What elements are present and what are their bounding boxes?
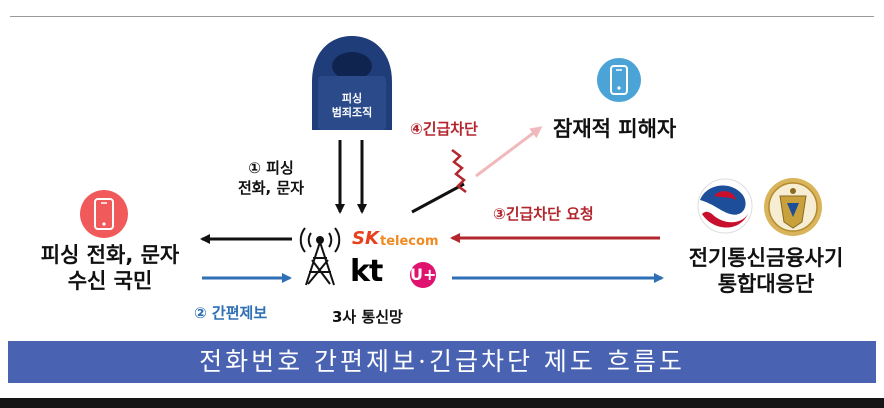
caption-bar: 전화번호 간편제보·긴급차단 제도 흐름도 xyxy=(8,341,876,383)
recipient-line1: 피싱 전화, 문자 xyxy=(40,243,180,267)
agency-line2: 통합대응단 xyxy=(717,272,815,296)
smartphone-red-icon xyxy=(80,190,128,238)
phishing-org-line1: 피싱 xyxy=(341,92,363,105)
recipient-line2: 수신 국민 xyxy=(67,269,153,293)
step1-label: ① 피싱 전화, 문자 xyxy=(226,158,316,198)
blocked-line xyxy=(411,182,465,214)
hacker-icon xyxy=(312,36,392,130)
top-margin xyxy=(0,0,884,10)
block-zigzag xyxy=(451,149,467,193)
step2-label: ② 간편제보 xyxy=(194,304,268,322)
sk-logo: SK xyxy=(352,228,379,249)
cell-tower-icon xyxy=(299,227,341,286)
bottom-border xyxy=(0,398,884,408)
kt-logo: kt xyxy=(350,254,383,289)
police-emblem-icon xyxy=(764,178,822,236)
step4-arrow xyxy=(475,126,543,178)
step1-line1: ① 피싱 xyxy=(248,159,294,177)
potential-victim-label: 잠재적 피해자 xyxy=(553,117,677,141)
sk-telecom-logo-text: telecom xyxy=(380,234,439,249)
agency-label: 전기통신금융사기 통합대응단 xyxy=(666,245,866,297)
smartphone-blue-icon xyxy=(597,58,641,102)
step1-line2: 전화, 문자 xyxy=(237,179,305,197)
phishing-org-label: 피싱 범죄조직 xyxy=(322,92,382,120)
recipient-label: 피싱 전화, 문자 수신 국민 xyxy=(20,242,200,294)
phishing-org-line2: 범죄조직 xyxy=(331,106,373,119)
gov-emblem-icon xyxy=(697,178,753,234)
top-divider xyxy=(10,16,874,17)
caption-title: 전화번호 간편제보·긴급차단 제도 흐름도 xyxy=(199,347,685,376)
step3-label: ③긴급차단 요청 xyxy=(493,205,594,223)
lgu-logo: U+ xyxy=(410,262,436,288)
step4-label: ④긴급차단 xyxy=(410,120,478,138)
agency-line1: 전기통신금융사기 xyxy=(688,246,844,270)
carriers-label: 3사 통신망 xyxy=(332,308,403,326)
